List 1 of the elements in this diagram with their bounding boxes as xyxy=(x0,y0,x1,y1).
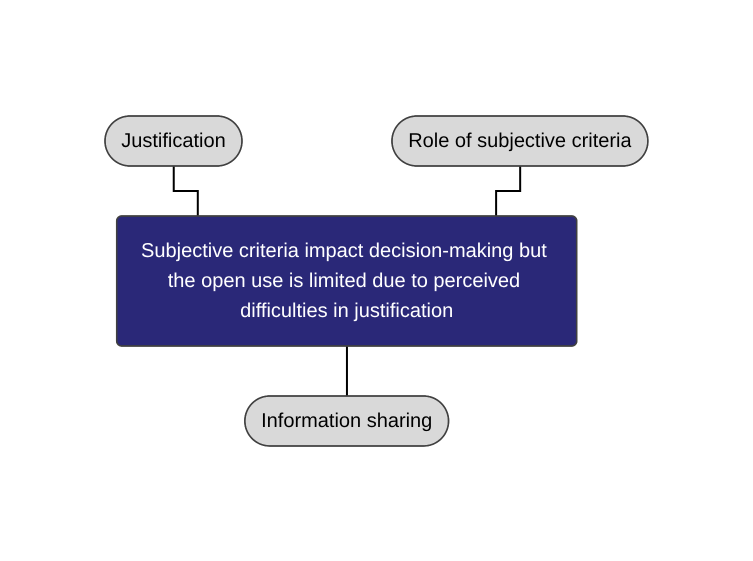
connector xyxy=(346,345,348,397)
